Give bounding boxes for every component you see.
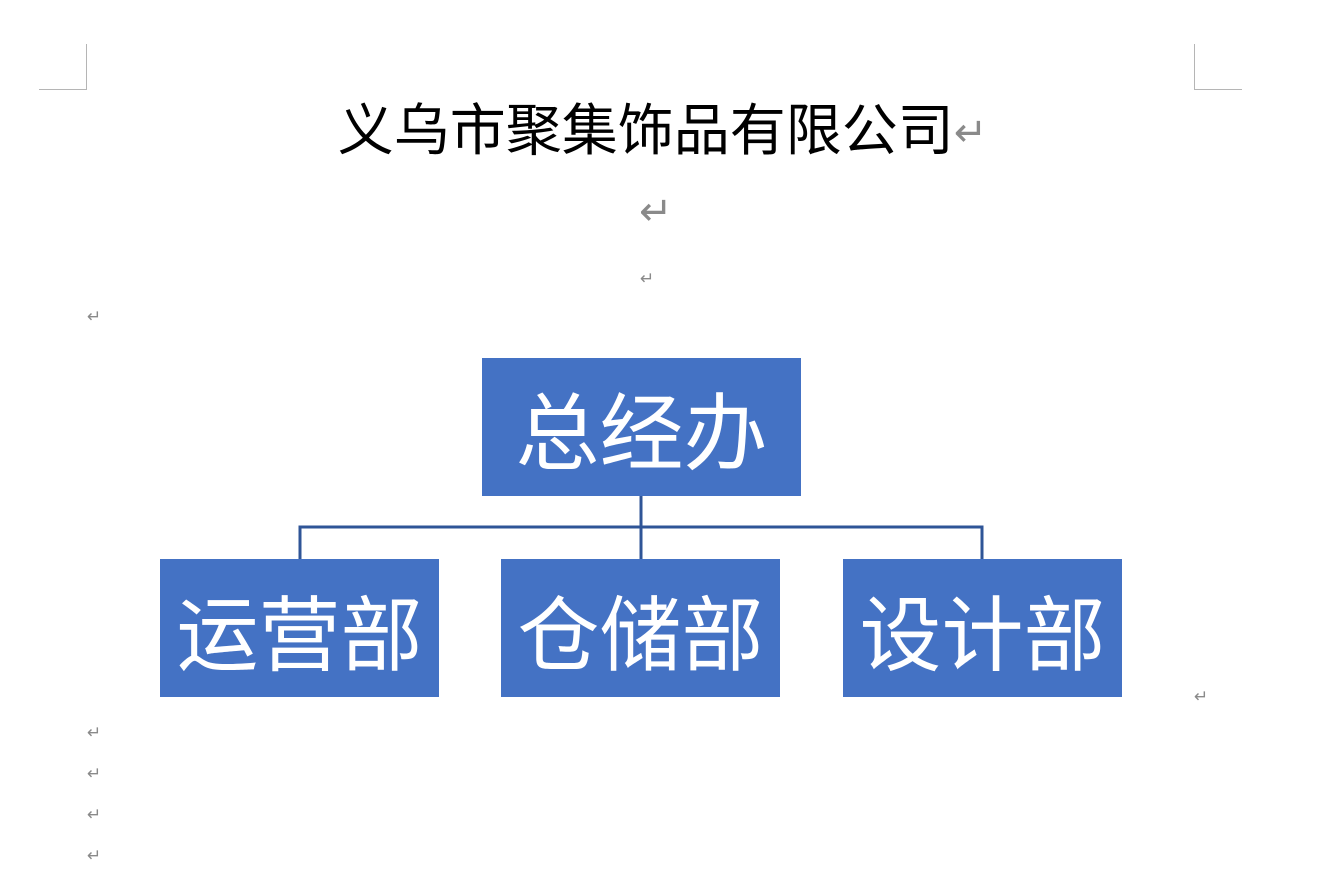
org-box-label: 运营部 — [176, 588, 423, 684]
paragraph-mark-icon: ↵ — [87, 764, 102, 784]
document-title-paragraph[interactable]: 义乌市聚集饰品有限公司↵ — [0, 96, 1325, 169]
paragraph-mark-icon: ↵ — [87, 307, 102, 327]
org-box-label: 设计部 — [859, 588, 1106, 684]
paragraph-mark-icon: ↵ — [87, 805, 102, 825]
page-corner-mark-top-left — [86, 44, 87, 90]
org-box-label: 总经办 — [515, 384, 768, 483]
org-box-warehouse[interactable]: 仓储部 — [501, 559, 780, 697]
document-title[interactable]: 义乌市聚集饰品有限公司 — [337, 99, 954, 164]
page-corner-mark-top-right — [1194, 44, 1195, 90]
org-box-design[interactable]: 设计部 — [843, 559, 1122, 697]
paragraph-mark-icon: ↵ — [953, 110, 988, 156]
paragraph-mark-icon: ↵ — [87, 723, 102, 743]
paragraph-mark-icon: ↵ — [1194, 687, 1209, 707]
paragraph-mark-icon: ↵ — [639, 189, 673, 235]
org-box-label: 仓储部 — [517, 588, 764, 684]
page-corner-mark-top-left-horizontal — [39, 89, 87, 90]
page-corner-mark-top-right-horizontal — [1194, 89, 1242, 90]
paragraph-mark-icon: ↵ — [87, 846, 102, 866]
org-box-general-office[interactable]: 总经办 — [482, 358, 801, 496]
org-box-operations[interactable]: 运营部 — [160, 559, 439, 697]
paragraph-mark-icon: ↵ — [640, 269, 655, 289]
